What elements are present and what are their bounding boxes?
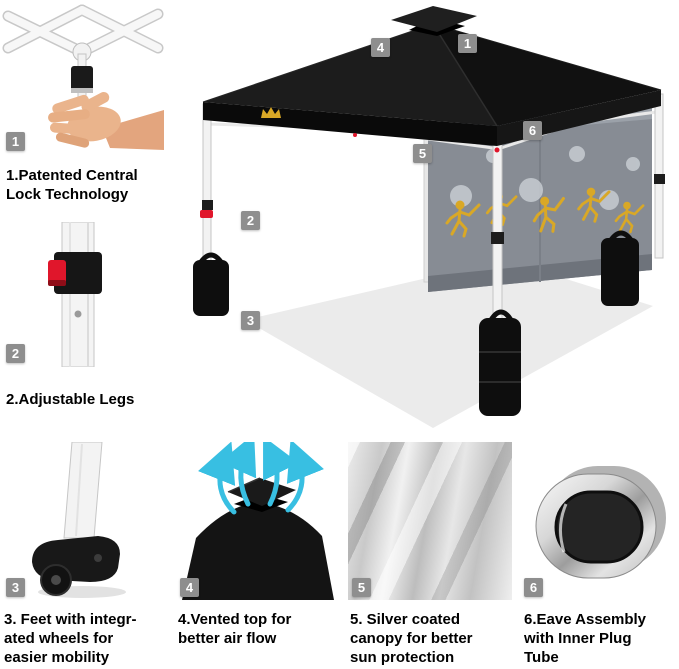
- adjustment-hole: [74, 310, 82, 318]
- callout-4: 4: [371, 38, 390, 57]
- adjustable-leg-illustration: [48, 221, 102, 368]
- feature-4-label: 4.Vented top for better air flow: [178, 611, 292, 648]
- feature-5-label: 5. Silver coated canopy for better sun p…: [350, 611, 473, 667]
- brand-crown-icon: [261, 107, 281, 118]
- leg-pole: [63, 441, 103, 539]
- vented-top-illustration: [182, 433, 334, 600]
- leg-adjuster: [200, 210, 213, 218]
- feature-2-label: 2.Adjustable Legs: [6, 391, 135, 408]
- badge-5: 5: [352, 578, 371, 597]
- badge-3: 3: [6, 578, 25, 597]
- hand: [48, 91, 164, 150]
- feature-6-label: 6.Eave Assembly with Inner Plug Tube: [524, 611, 647, 667]
- badge-1: 1: [6, 132, 25, 151]
- tent-illustration: [193, 6, 665, 428]
- feature-1-label: 1.Patented Central Lock Technology: [6, 167, 138, 204]
- weight-bags: [193, 230, 639, 416]
- vented-top-image: [176, 433, 340, 600]
- callout-1: 1: [458, 34, 477, 53]
- callout-5: 5: [413, 144, 432, 163]
- wheeled-foot-image: [2, 441, 164, 600]
- red-release-button: [48, 260, 66, 286]
- central-lock-illustration: [2, 4, 164, 150]
- badge-6: 6: [524, 578, 543, 597]
- canopy-tent-image: 4 1 6 5 2 3: [175, 4, 679, 432]
- airflow-arrow-icon: [198, 433, 324, 515]
- central-lock-image: [2, 2, 164, 154]
- canopy-roof: [202, 23, 662, 146]
- truss-beams: [4, 6, 162, 56]
- badge-4: 4: [180, 578, 199, 597]
- eave-tube-image: [520, 442, 677, 600]
- callout-2: 2: [241, 211, 260, 230]
- feature-3-label: 3. Feet with integr- ated wheels for eas…: [4, 611, 137, 667]
- leg-pole: [61, 221, 95, 368]
- silver-canopy-image: [348, 442, 512, 600]
- central-lock: [71, 66, 93, 92]
- floor-shadow: [245, 260, 653, 428]
- adjustable-leg-image: [18, 221, 138, 368]
- tube-inner: [554, 490, 644, 564]
- vent-cap: [391, 6, 477, 36]
- badge-2: 2: [6, 344, 25, 363]
- callout-6: 6: [523, 121, 542, 140]
- wheeled-foot-illustration: [32, 441, 126, 598]
- canopy-peak: [182, 502, 334, 600]
- callout-3: 3: [241, 311, 260, 330]
- eave-tube-illustration: [535, 466, 666, 579]
- corner-connector: [494, 147, 500, 153]
